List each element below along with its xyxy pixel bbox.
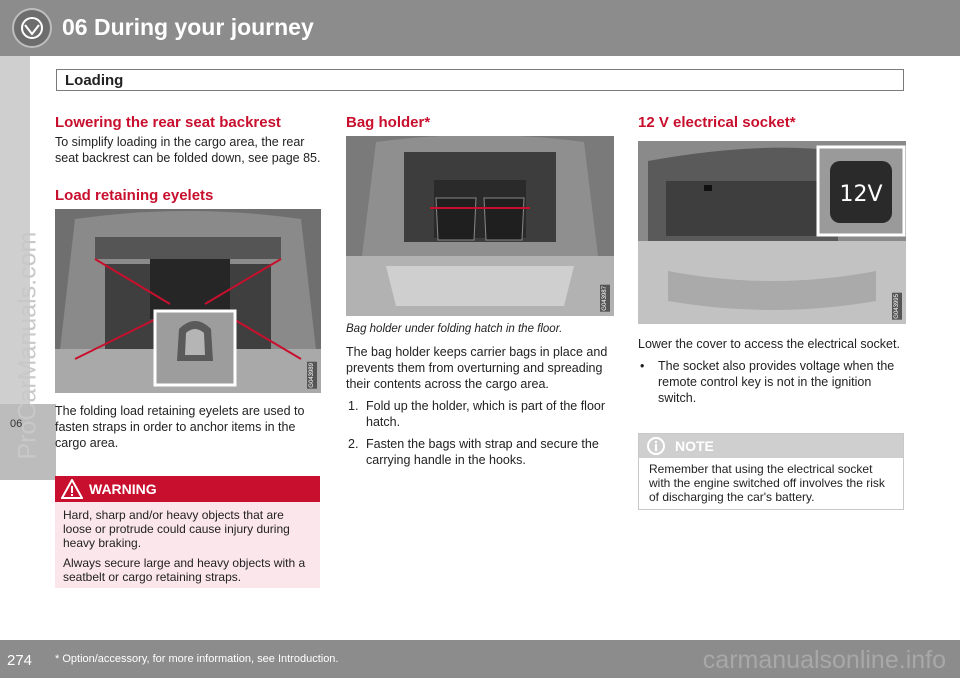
page-footer: 274 * Option/accessory, for more informa… (0, 640, 960, 678)
socket-image: 12V G043995 (638, 141, 906, 324)
page-number: 274 (7, 652, 33, 669)
note-text: Remember that using the electrical socke… (649, 462, 885, 504)
footer-watermark: carmanualsonline.info (702, 646, 946, 674)
volvo-logo-icon (12, 8, 52, 48)
warning-text-1: Hard, sharp and/or heavy objects that ar… (63, 508, 290, 550)
list-item: 2.Fasten the bags with strap and secure … (348, 437, 599, 467)
bag-holder-image: G043987 (346, 136, 614, 316)
chapter-tab-label: 06 (10, 418, 23, 430)
bullet-list: •The socket also provides voltage when t… (638, 358, 906, 406)
heading-lowering-backrest: Lowering the rear seat backrest (55, 114, 281, 131)
heading-load-eyelets: Load retaining eyelets (55, 187, 214, 204)
warning-box: WARNING Hard, sharp and/or heavy objects… (55, 476, 320, 588)
chapter-tab: 06 (0, 404, 56, 480)
steps-list: 1.Fold up the holder, which is part of t… (346, 398, 614, 468)
heading-bag-holder: Bag holder* (346, 114, 431, 131)
info-icon (647, 437, 665, 455)
column-3: 12 V electrical socket* 12V G043995 Lowe… (638, 114, 906, 412)
page-header: 06 During your journey (0, 0, 960, 56)
image-code: G043989 (307, 362, 317, 389)
paragraph-socket: Lower the cover to access the electrical… (638, 337, 900, 351)
paragraph-bag-holder: The bag holder keeps carrier bags in pla… (346, 345, 608, 391)
section-title-bar: Loading (56, 69, 904, 91)
column-1: Lowering the rear seat backrest To simpl… (55, 114, 323, 451)
list-item: 1.Fold up the holder, which is part of t… (348, 399, 606, 429)
paragraph-eyelets: The folding load retaining eyelets are u… (55, 404, 305, 450)
warning-triangle-icon (61, 479, 83, 499)
section-title: Loading (65, 72, 124, 89)
note-header: NOTE (639, 434, 903, 458)
warning-header: WARNING (55, 476, 320, 502)
note-box: NOTE Remember that using the electrical … (638, 433, 904, 510)
cargo-eyelets-image: G043989 (55, 209, 321, 393)
image-code: G043995 (892, 293, 902, 320)
chapter-title: 06 During your journey (62, 14, 314, 40)
side-watermark: ProCarManuals.com (13, 231, 42, 460)
column-2: Bag holder* G043987 Bag holder under fol… (346, 114, 614, 474)
socket-label-12v: 12V (839, 182, 882, 207)
image-caption: Bag holder under folding hatch in the fl… (346, 323, 563, 335)
footnote: * Option/accessory, for more information… (55, 653, 339, 665)
heading-12v-socket: 12 V electrical socket* (638, 114, 796, 131)
warning-text-2: Always secure large and heavy objects wi… (63, 556, 306, 584)
note-title: NOTE (675, 438, 714, 454)
list-item: •The socket also provides voltage when t… (640, 359, 895, 405)
paragraph-backrest: To simplify loading in the cargo area, t… (55, 135, 321, 165)
image-code: G043987 (600, 285, 610, 312)
warning-title: WARNING (89, 481, 157, 497)
